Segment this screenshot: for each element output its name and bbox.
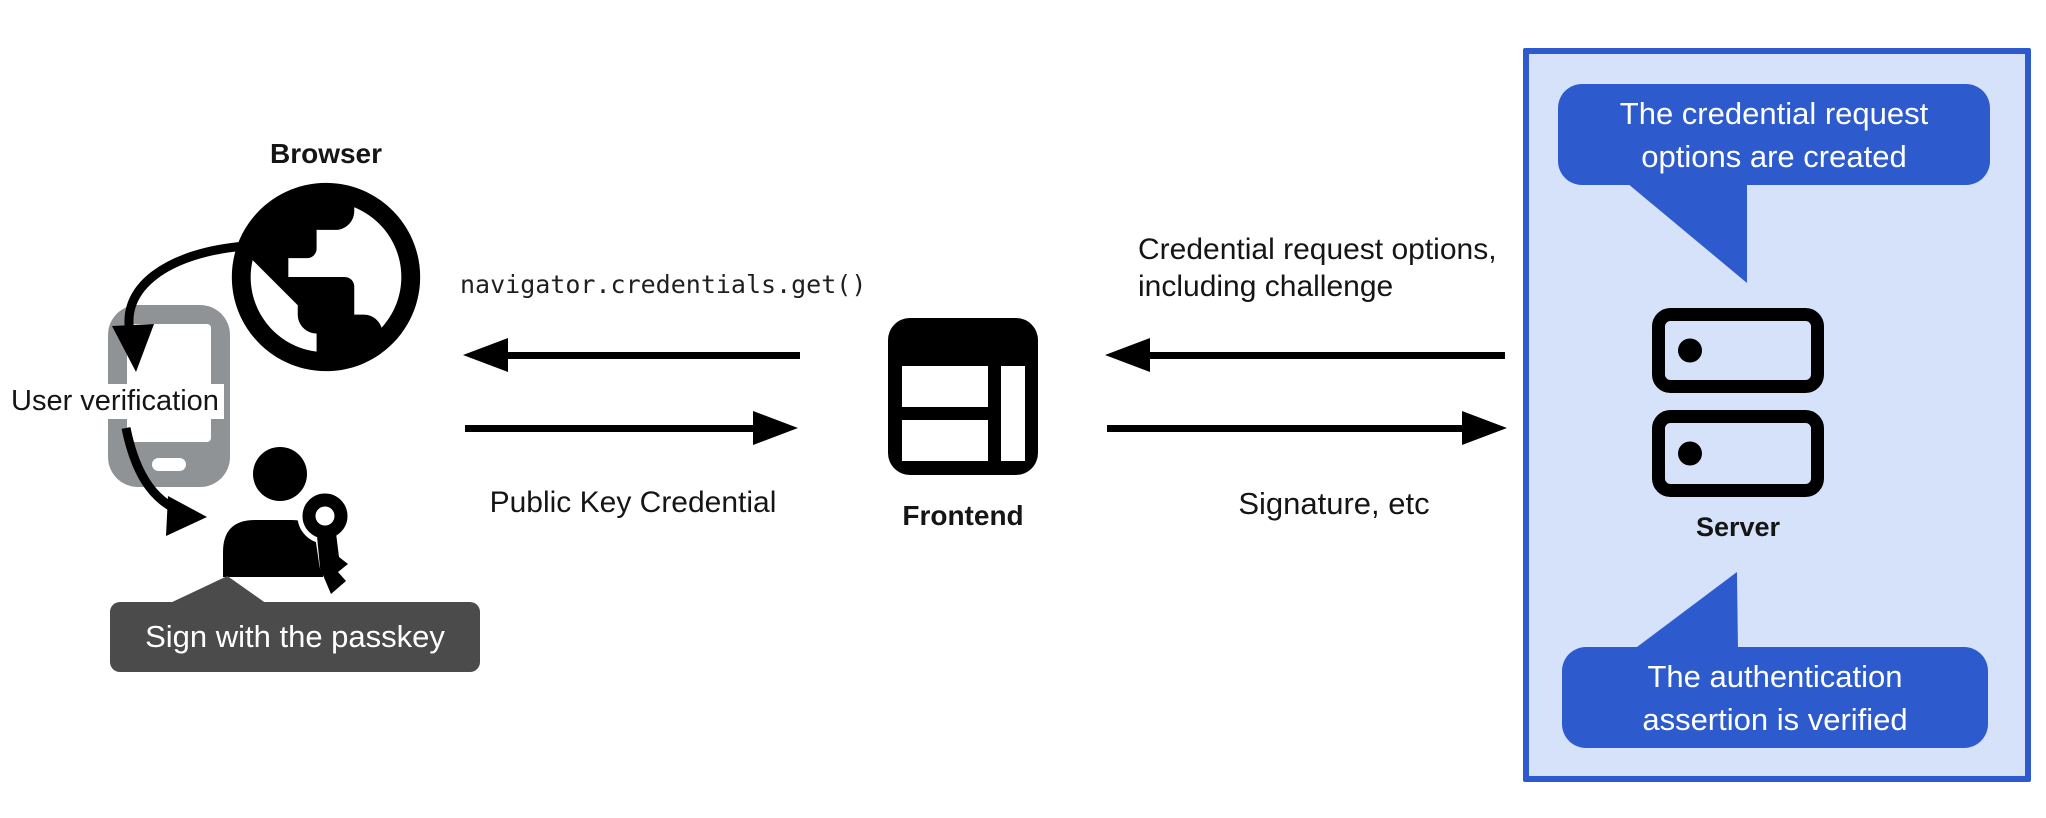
arrow-server-to-frontend-icon <box>1105 338 1505 372</box>
frontend-window-icon <box>888 318 1038 475</box>
smartphone-screen <box>127 324 211 442</box>
arrow-frontend-to-browser-icon <box>463 338 800 372</box>
bubble-bottom-line2: assertion is verified <box>1642 701 1908 737</box>
globe-browser-icon <box>213 164 439 390</box>
bubble-credential-options-created: The credential request options are creat… <box>1558 84 1990 185</box>
bubble-assertion-verified: The authentication assertion is verified <box>1562 647 1988 748</box>
person-passkey-icon <box>210 440 370 600</box>
signature-label: Signature, etc <box>1238 486 1430 521</box>
server-label: Server <box>1695 512 1781 542</box>
user-verification-label: User verification <box>6 384 224 419</box>
browser-label: Browser <box>269 138 383 169</box>
credential-request-options-line2: including challenge <box>1138 270 1394 303</box>
code-call-label: navigator.credentials.get() <box>460 270 867 299</box>
key-icon <box>297 488 353 597</box>
person-shoulders <box>223 520 323 577</box>
person-head <box>253 447 307 501</box>
passkey-badge: Sign with the passkey <box>110 602 480 672</box>
passkey-badge-label: Sign with the passkey <box>145 619 445 654</box>
frontend-label: Frontend <box>902 500 1024 531</box>
public-key-credential-label: Public Key Credential <box>489 486 777 519</box>
bubble-top-line1: The credential request <box>1619 95 1929 131</box>
bubble-bottom-line1: The authentication <box>1647 658 1903 694</box>
server-icon <box>1652 308 1824 498</box>
credential-request-options-line1: Credential request options, <box>1138 233 1497 266</box>
bubble-top-line2: options are created <box>1641 138 1907 174</box>
credential-request-options-label: Credential request options, including ch… <box>1138 231 1497 305</box>
arrow-frontend-to-server-icon <box>1107 411 1507 445</box>
smartphone-home-slot <box>152 458 186 471</box>
arrow-browser-to-frontend-icon <box>465 411 798 445</box>
